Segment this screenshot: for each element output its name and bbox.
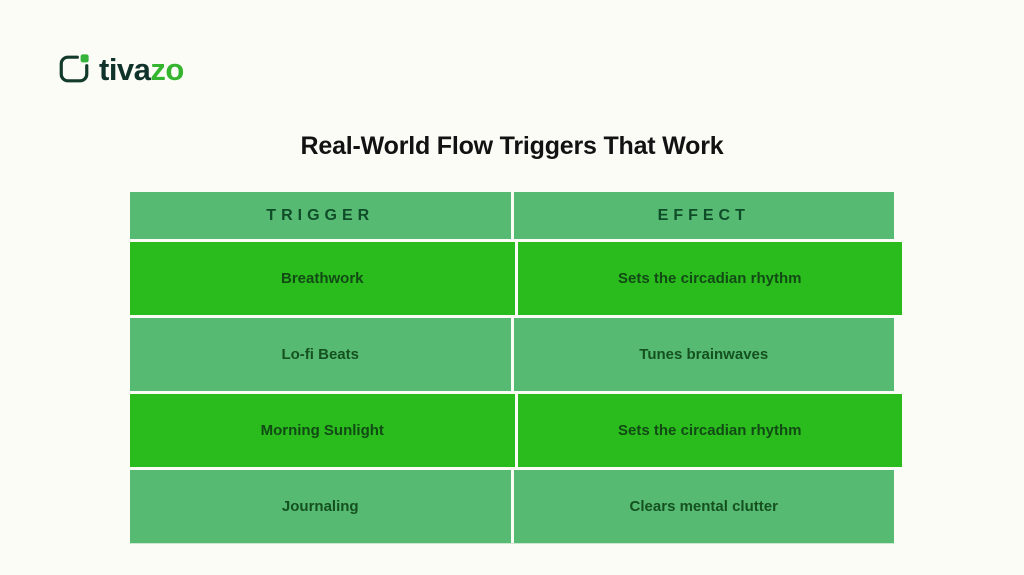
trigger-cell: Lo-fi Beats — [130, 318, 511, 391]
table-body: Breathwork Sets the circadian rhythm Lo-… — [130, 242, 902, 543]
flow-triggers-table: TRIGGER EFFECT Breathwork Sets the circa… — [130, 192, 902, 543]
tivazo-logo: tiva zo — [57, 52, 184, 86]
logo-text-accent: zo — [150, 51, 184, 87]
effect-cell: Tunes brainwaves — [513, 318, 894, 391]
table-row: Morning Sunlight Sets the circadian rhyt… — [130, 394, 902, 467]
page-title: Real-World Flow Triggers That Work — [300, 132, 724, 160]
trigger-cell: Journaling — [130, 470, 511, 543]
table-row: Journaling Clears mental clutter — [130, 470, 894, 543]
logo-text-dark: tiva — [99, 51, 151, 87]
table-row: Lo-fi Beats Tunes brainwaves — [130, 318, 894, 391]
effect-cell: Sets the circadian rhythm — [517, 394, 902, 467]
logo-wordmark: tiva zo — [99, 54, 184, 85]
header-cell-trigger: TRIGGER — [130, 192, 511, 239]
logo-notch — [80, 54, 89, 63]
trigger-cell: Breathwork — [130, 242, 515, 315]
header-cell-effect: EFFECT — [513, 192, 894, 239]
effect-cell: Sets the circadian rhythm — [517, 242, 902, 315]
table-row: Breathwork Sets the circadian rhythm — [130, 242, 902, 315]
table-header-row: TRIGGER EFFECT — [130, 192, 894, 239]
tivazo-logo-icon — [59, 54, 89, 83]
trigger-cell: Morning Sunlight — [130, 394, 515, 467]
effect-cell: Clears mental clutter — [513, 470, 894, 543]
